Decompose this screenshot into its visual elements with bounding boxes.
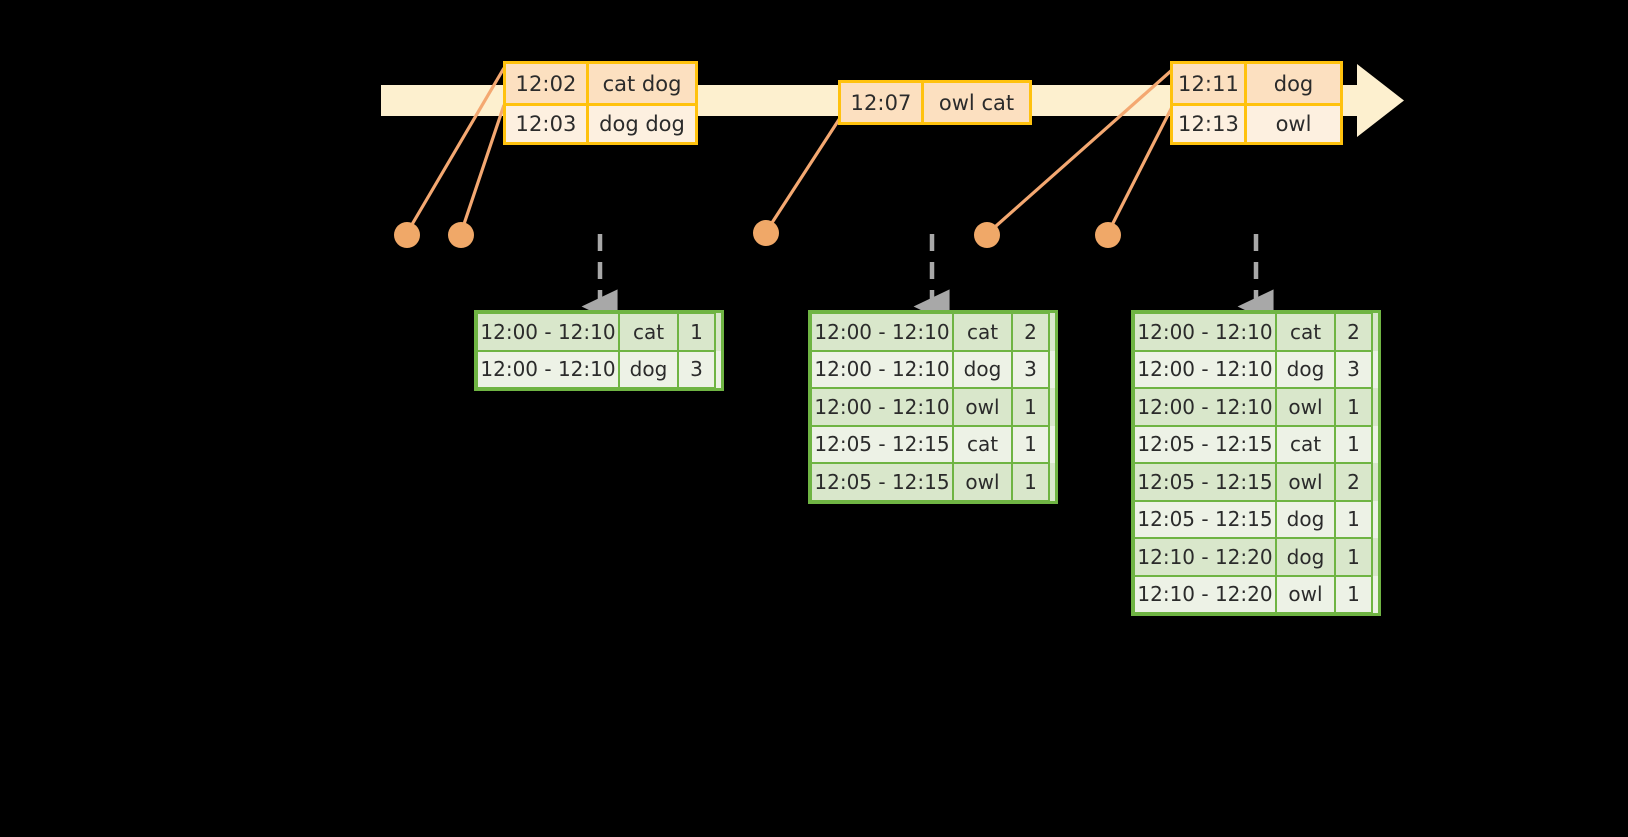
- cell-window: 12:05 - 12:15: [1133, 424, 1277, 464]
- cell-count: 3: [1334, 349, 1373, 389]
- cell-word: dog: [618, 349, 679, 389]
- event-words: cat dog: [602, 71, 682, 96]
- event-time: 12:11: [1173, 64, 1247, 103]
- cell-word: cat: [952, 424, 1013, 464]
- event-time: 12:02: [506, 64, 589, 103]
- cell-word: owl: [952, 387, 1013, 427]
- cell-count: 1: [1011, 462, 1050, 502]
- event-row[interactable]: 12:13 owl: [1173, 103, 1340, 142]
- cell-word: dog: [1275, 537, 1336, 577]
- cell-count: 3: [1011, 349, 1050, 389]
- event-group-1[interactable]: 12:02 cat dog 12:03 dog dog: [503, 61, 698, 145]
- cell-count: 2: [1011, 312, 1050, 352]
- table-row[interactable]: 12:00 - 12:10 cat 2: [810, 312, 1055, 352]
- connector-line-4: [985, 68, 1174, 236]
- event-group-3[interactable]: 12:11 dog 12:13 owl: [1170, 61, 1343, 145]
- cell-word: cat: [952, 312, 1013, 352]
- cell-word: owl: [952, 462, 1013, 502]
- cell-count: 2: [1334, 462, 1373, 502]
- table-row[interactable]: 12:00 - 12:10 cat 2: [1133, 312, 1378, 352]
- event-dot-3: [753, 220, 779, 246]
- cell-count: 1: [1334, 424, 1373, 464]
- table-row[interactable]: 12:00 - 12:10 cat 1: [476, 312, 721, 352]
- event-dot-1: [394, 222, 420, 248]
- connector-line-2: [459, 104, 506, 234]
- table-row[interactable]: 12:05 - 12:15 cat 1: [1133, 424, 1378, 464]
- table-row[interactable]: 12:00 - 12:10 dog 3: [810, 349, 1055, 389]
- event-dot-2: [448, 222, 474, 248]
- cell-count: 1: [1334, 499, 1373, 539]
- table-row[interactable]: 12:00 - 12:10 dog 3: [1133, 349, 1378, 389]
- cell-window: 12:00 - 12:10: [1133, 349, 1277, 389]
- cell-window: 12:00 - 12:10: [810, 349, 954, 389]
- cell-window: 12:00 - 12:10: [476, 349, 620, 389]
- cell-window: 12:00 - 12:10: [1133, 312, 1277, 352]
- cell-word: owl: [1275, 387, 1336, 427]
- result-table-1[interactable]: 12:00 - 12:10 cat 1 12:00 - 12:10 dog 3: [474, 310, 724, 391]
- table-row[interactable]: 12:05 - 12:15 dog 1: [1133, 499, 1378, 539]
- event-row[interactable]: 12:07 owl cat: [841, 83, 1029, 122]
- event-dot-5: [1095, 222, 1121, 248]
- result-table-3[interactable]: 12:00 - 12:10 cat 2 12:00 - 12:10 dog 3 …: [1131, 310, 1381, 616]
- event-words: dog dog: [599, 112, 685, 136]
- cell-word: cat: [1275, 424, 1336, 464]
- cell-window: 12:05 - 12:15: [810, 462, 954, 502]
- table-row[interactable]: 12:00 - 12:10 dog 3: [476, 349, 721, 389]
- event-row[interactable]: 12:11 dog: [1173, 64, 1340, 103]
- table-row[interactable]: 12:05 - 12:15 cat 1: [810, 424, 1055, 464]
- cell-count: 1: [677, 312, 716, 352]
- connector-line-5: [1106, 106, 1174, 234]
- event-time: 12:07: [841, 83, 924, 122]
- table-row[interactable]: 12:05 - 12:15 owl 2: [1133, 462, 1378, 502]
- cell-count: 3: [677, 349, 716, 389]
- event-words: owl: [1275, 112, 1312, 136]
- cell-word: dog: [952, 349, 1013, 389]
- event-words: owl cat: [938, 90, 1015, 115]
- cell-window: 12:00 - 12:10: [476, 312, 620, 352]
- cell-window: 12:10 - 12:20: [1133, 537, 1277, 577]
- cell-window: 12:05 - 12:15: [1133, 499, 1277, 539]
- event-time: 12:13: [1173, 106, 1247, 142]
- table-row[interactable]: 12:10 - 12:20 owl 1: [1133, 574, 1378, 614]
- table-row[interactable]: 12:00 - 12:10 owl 1: [810, 387, 1055, 427]
- table-row[interactable]: 12:10 - 12:20 dog 1: [1133, 537, 1378, 577]
- event-words: dog: [1273, 71, 1314, 96]
- event-time: 12:03: [506, 106, 589, 142]
- cell-count: 1: [1011, 424, 1050, 464]
- event-group-2[interactable]: 12:07 owl cat: [838, 80, 1032, 125]
- cell-count: 1: [1334, 537, 1373, 577]
- table-row[interactable]: 12:00 - 12:10 owl 1: [1133, 387, 1378, 427]
- table-row[interactable]: 12:05 - 12:15 owl 1: [810, 462, 1055, 502]
- event-row[interactable]: 12:03 dog dog: [506, 103, 695, 142]
- cell-word: owl: [1275, 462, 1336, 502]
- cell-count: 2: [1334, 312, 1373, 352]
- connector-line-1: [405, 67, 506, 234]
- cell-window: 12:05 - 12:15: [1133, 462, 1277, 502]
- cell-word: cat: [618, 312, 679, 352]
- cell-count: 1: [1334, 387, 1373, 427]
- connector-line-3: [764, 117, 842, 233]
- cell-window: 12:00 - 12:10: [810, 387, 954, 427]
- cell-count: 1: [1334, 574, 1373, 614]
- cell-window: 12:05 - 12:15: [810, 424, 954, 464]
- result-table-2[interactable]: 12:00 - 12:10 cat 2 12:00 - 12:10 dog 3 …: [808, 310, 1058, 504]
- cell-window: 12:00 - 12:10: [1133, 387, 1277, 427]
- event-dot-4: [974, 222, 1000, 248]
- cell-window: 12:10 - 12:20: [1133, 574, 1277, 614]
- cell-count: 1: [1011, 387, 1050, 427]
- cell-word: dog: [1275, 349, 1336, 389]
- cell-window: 12:00 - 12:10: [810, 312, 954, 352]
- cell-word: cat: [1275, 312, 1336, 352]
- event-row[interactable]: 12:02 cat dog: [506, 64, 695, 103]
- cell-word: dog: [1275, 499, 1336, 539]
- cell-word: owl: [1275, 574, 1336, 614]
